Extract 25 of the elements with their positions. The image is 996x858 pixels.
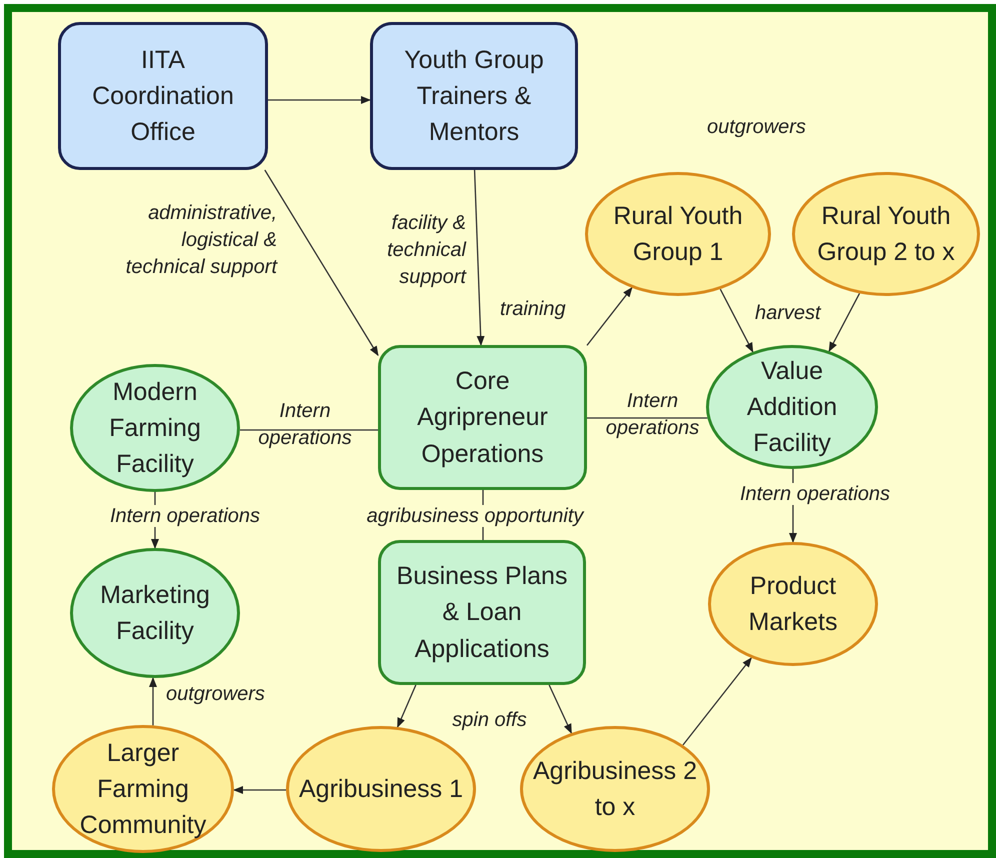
process-box: Business Plans & Loan Applications bbox=[378, 540, 586, 685]
arrow bbox=[268, 96, 371, 104]
connector-line bbox=[587, 417, 708, 419]
arrow bbox=[149, 676, 157, 726]
arrow bbox=[828, 293, 860, 352]
arrow bbox=[397, 684, 416, 728]
edge-label: Intern operations bbox=[606, 390, 700, 439]
process-box: IITA Coordination Office bbox=[58, 22, 268, 170]
edge-label: harvest bbox=[755, 302, 821, 324]
arrow bbox=[682, 657, 752, 746]
arrow bbox=[474, 170, 485, 346]
arrow bbox=[548, 684, 572, 734]
edge-label: training bbox=[500, 298, 566, 320]
edge-label: facility & technical support bbox=[387, 212, 466, 288]
arrow bbox=[264, 170, 379, 356]
process-box: Youth Group Trainers & Mentors bbox=[370, 22, 578, 170]
arrow bbox=[586, 287, 632, 346]
edge-label: Intern operations bbox=[258, 400, 352, 449]
note-label: outgrowers bbox=[707, 115, 806, 140]
arrow bbox=[720, 288, 754, 353]
connector-line bbox=[240, 429, 378, 431]
edge-label: administrative, logistical & technical support bbox=[126, 202, 277, 278]
arrow bbox=[233, 786, 286, 794]
process-box: Core Agripreneur Operations bbox=[378, 345, 587, 490]
edge-label: outgrowers bbox=[166, 683, 265, 705]
